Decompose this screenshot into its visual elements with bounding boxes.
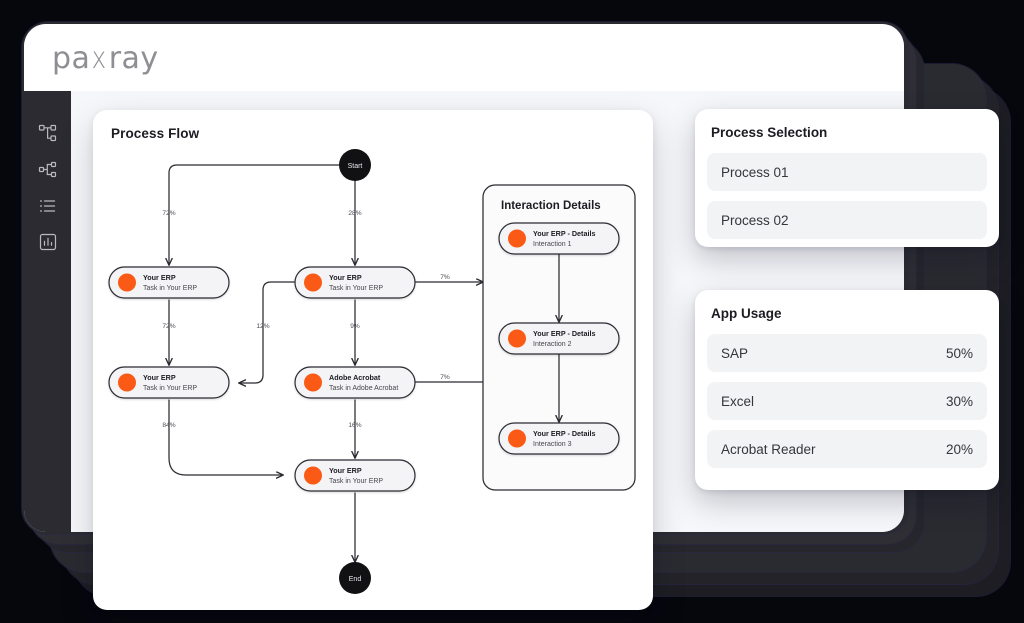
process-flow-diagram: Interaction Details Your ERP Task in You… [108, 149, 636, 594]
edge-label: 28% [348, 210, 361, 217]
paxray-logo: paxray [52, 41, 159, 76]
flow-node: Your ERP Task in Your ERP [108, 266, 230, 299]
list-item-label: Process 02 [721, 212, 789, 228]
logo-text-part-1: pa [52, 41, 91, 76]
app-usage-label: Acrobat Reader [721, 441, 816, 457]
flow-node-title: Your ERP - Details [533, 329, 595, 338]
end-node-label: End [349, 576, 362, 583]
app-header: paxray [24, 24, 904, 91]
edge-label: 84% [162, 422, 175, 429]
sidebar [24, 91, 71, 532]
flow-node-subtitle: Task in Adobe Acrobat [329, 385, 398, 392]
flow-node-subtitle: Task in Your ERP [329, 285, 383, 292]
edge-label: 12% [256, 323, 269, 330]
flow-node-title: Your ERP [329, 466, 362, 475]
flow-node-title: Your ERP - Details [533, 229, 595, 238]
end-node: End [339, 562, 371, 594]
flow-node: Your ERP - Details Interaction 2 [498, 322, 620, 355]
flow-node-subtitle: Interaction 3 [533, 441, 572, 448]
flow-node-subtitle: Interaction 2 [533, 341, 572, 348]
flow-node-title: Your ERP [143, 373, 176, 382]
flow-node: Your ERP - Details Interaction 3 [498, 422, 620, 455]
flow-node: Your ERP Task in Your ERP [294, 459, 416, 492]
flow-node-subtitle: Task in Your ERP [143, 385, 197, 392]
start-node: Start [339, 149, 371, 181]
network-share-icon[interactable] [31, 153, 65, 187]
list-item[interactable]: SAP 50% [707, 334, 987, 372]
flow-node-subtitle: Task in Your ERP [329, 478, 383, 485]
list-item[interactable]: Acrobat Reader 20% [707, 430, 987, 468]
org-chart-icon[interactable] [31, 117, 65, 151]
flow-node-title: Your ERP - Details [533, 429, 595, 438]
chart-box-icon[interactable] [31, 225, 65, 259]
edge-label: 72% [162, 323, 175, 330]
edge-label: 9% [350, 323, 360, 330]
edge-label: 7% [440, 274, 450, 281]
process-flow-card: Process Flow [93, 110, 653, 610]
process-selection-panel: Process Selection Process 01 Process 02 [695, 109, 999, 247]
flow-node-title: Adobe Acrobat [329, 373, 381, 382]
flow-node: Adobe Acrobat Task in Adobe Acrobat [294, 366, 416, 399]
flow-node-title: Your ERP [329, 273, 362, 282]
app-usage-value: 50% [945, 345, 973, 361]
page-title: Process Flow [111, 126, 200, 141]
process-selection-list: Process 01 Process 02 [707, 153, 987, 247]
edge-label: 16% [348, 422, 361, 429]
start-node-label: Start [348, 163, 363, 170]
flow-node-title: Your ERP [143, 273, 176, 282]
process-selection-title: Process Selection [711, 125, 828, 140]
app-usage-label: SAP [721, 345, 749, 361]
list-item[interactable]: Process 01 [707, 153, 987, 191]
edge-label: 7% [440, 374, 450, 381]
logo-text-part-2: ray [108, 41, 159, 76]
logo-x-glyph: x [92, 41, 108, 76]
flow-node: Your ERP Task in Your ERP [108, 366, 230, 399]
list-item[interactable]: Excel 30% [707, 382, 987, 420]
app-usage-panel: App Usage SAP 50% Excel 30% Acrobat Read… [695, 290, 999, 490]
list-item[interactable]: Process 02 [707, 201, 987, 239]
flow-node-subtitle: Interaction 1 [533, 241, 572, 248]
flow-node: Your ERP Task in Your ERP [294, 266, 416, 299]
app-usage-value: 20% [945, 441, 973, 457]
app-usage-title: App Usage [711, 306, 782, 321]
edge-label: 72% [162, 210, 175, 217]
app-usage-list: SAP 50% Excel 30% Acrobat Reader 20% [707, 334, 987, 478]
list-icon[interactable] [31, 189, 65, 223]
interaction-details-title: Interaction Details [501, 200, 601, 212]
app-usage-value: 30% [945, 393, 973, 409]
app-usage-label: Excel [721, 393, 755, 409]
flow-node: Your ERP - Details Interaction 1 [498, 222, 620, 255]
flow-node-subtitle: Task in Your ERP [143, 285, 197, 292]
list-item-label: Process 01 [721, 164, 789, 180]
